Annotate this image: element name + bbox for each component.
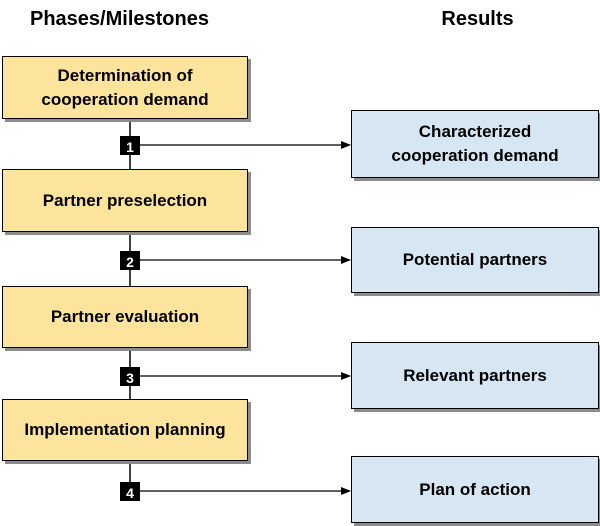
results-header: Results: [441, 8, 514, 30]
result-box-4: Plan of action: [351, 456, 599, 523]
result-box-2: Potential partners: [351, 227, 599, 293]
phase-box-3: Partner evaluation: [2, 286, 248, 348]
milestone-marker-2: 2: [120, 251, 140, 270]
milestone-number: 2: [126, 253, 134, 270]
phase-box-2: Partner preselection: [2, 169, 248, 232]
milestone-number: 3: [126, 369, 134, 386]
phase-box-4: Implementation planning: [2, 399, 248, 461]
milestone-number: 1: [126, 138, 134, 155]
milestone-number: 4: [126, 484, 134, 501]
milestone-marker-1: 1: [120, 136, 140, 155]
result-box-3: Relevant partners: [351, 342, 599, 409]
phases-header: Phases/Milestones: [30, 8, 209, 30]
milestone-marker-3: 3: [120, 367, 140, 386]
milestone-marker-4: 4: [120, 482, 140, 501]
